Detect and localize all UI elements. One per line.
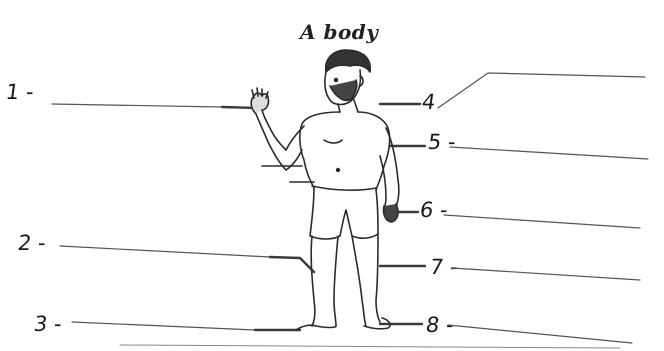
beard	[330, 80, 357, 100]
ground-line	[120, 345, 620, 348]
answer-lines-left	[52, 104, 270, 330]
hair	[326, 50, 371, 72]
chest-line	[324, 140, 342, 143]
answer-line-2[interactable]	[60, 246, 270, 257]
answer-line-6[interactable]	[444, 215, 640, 228]
answer-line-3[interactable]	[72, 322, 255, 330]
leg-left-inner	[352, 236, 366, 326]
answer-line-7[interactable]	[452, 268, 640, 280]
body-figure	[251, 50, 399, 330]
eye	[335, 79, 338, 82]
torso-left	[300, 112, 340, 188]
leg-right-outer	[311, 236, 315, 326]
arm-lowered-outer	[386, 128, 399, 206]
leg-left-outer	[376, 234, 380, 322]
foot-right	[296, 325, 336, 330]
hand-lowered	[383, 204, 398, 222]
answer-line-5[interactable]	[450, 147, 648, 159]
leg-right-inner	[334, 236, 338, 326]
navel	[337, 169, 340, 172]
answer-line-4[interactable]	[438, 73, 645, 108]
pointer-1-hand	[222, 107, 256, 108]
waistband	[312, 186, 376, 190]
neck	[338, 100, 358, 112]
answer-line-8[interactable]	[448, 325, 632, 343]
shorts	[310, 188, 378, 239]
pointer-2-leg	[270, 257, 314, 272]
answer-line-1[interactable]	[52, 104, 222, 107]
answer-lines-right	[438, 73, 648, 343]
